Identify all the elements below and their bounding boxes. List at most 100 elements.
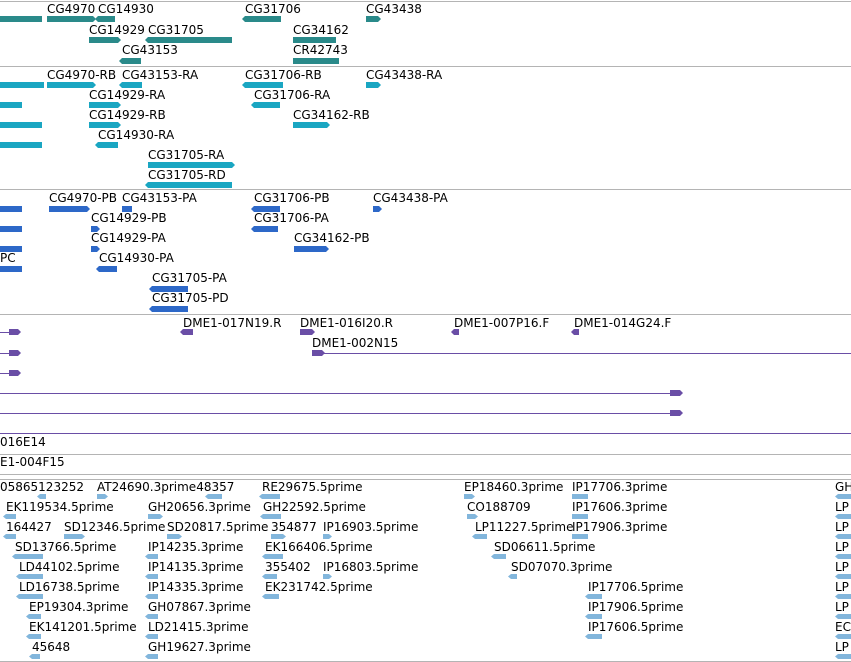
feature-glyph[interactable] bbox=[294, 245, 329, 253]
feature-glyph[interactable] bbox=[467, 513, 478, 520]
feature-label[interactable]: CG31706-PB bbox=[254, 191, 330, 205]
feature-glyph[interactable] bbox=[251, 101, 280, 109]
feature-label[interactable]: DME1-007P16.F bbox=[454, 316, 550, 330]
feature-glyph[interactable] bbox=[835, 533, 851, 540]
feature-glyph[interactable] bbox=[262, 553, 283, 560]
feature-glyph[interactable] bbox=[585, 613, 602, 620]
feature-label[interactable]: 05865123252 bbox=[0, 480, 84, 494]
feature-label[interactable]: CG31706-PA bbox=[254, 211, 329, 225]
feature-glyph[interactable] bbox=[145, 36, 232, 44]
feature-label[interactable]: CG31705-PD bbox=[152, 291, 229, 305]
feature-label[interactable]: CG14929-RA bbox=[89, 88, 166, 102]
feature-label[interactable]: CG4970-RB bbox=[47, 68, 117, 82]
feature-label[interactable]: CG14929-PA bbox=[91, 231, 166, 245]
feature-label[interactable]: EC bbox=[835, 620, 851, 634]
feature-glyph[interactable] bbox=[145, 553, 158, 560]
feature-glyph[interactable] bbox=[122, 205, 132, 213]
feature-glyph[interactable] bbox=[0, 245, 22, 253]
feature-span-line[interactable] bbox=[312, 353, 851, 354]
feature-glyph[interactable] bbox=[47, 81, 96, 89]
feature-label[interactable]: CG4970-PB bbox=[49, 191, 118, 205]
feature-glyph[interactable] bbox=[145, 653, 158, 660]
feature-label[interactable]: CG43153-RA bbox=[122, 68, 199, 82]
feature-label[interactable]: GH20656.3prime bbox=[148, 500, 251, 514]
feature-label[interactable]: LP bbox=[835, 580, 849, 594]
feature-label[interactable]: PC bbox=[0, 251, 16, 265]
feature-label[interactable]: AT24690.3prime48357 bbox=[97, 480, 235, 494]
feature-label[interactable]: EP19304.3prime bbox=[29, 600, 129, 614]
feature-label[interactable]: EP18460.3prime bbox=[464, 480, 564, 494]
feature-glyph[interactable] bbox=[9, 369, 21, 377]
feature-label[interactable]: DME1-017N19.R bbox=[183, 316, 282, 330]
feature-glyph[interactable] bbox=[0, 101, 22, 109]
feature-label[interactable]: GH19627.3prime bbox=[148, 640, 251, 654]
feature-glyph[interactable] bbox=[12, 553, 43, 560]
feature-label[interactable]: IP17606.3prime bbox=[572, 500, 668, 514]
feature-glyph[interactable] bbox=[670, 409, 683, 417]
feature-label[interactable]: 355402 bbox=[265, 560, 311, 574]
feature-label[interactable]: GH bbox=[835, 480, 851, 494]
feature-glyph[interactable] bbox=[9, 349, 21, 357]
feature-label[interactable]: CG31705-RD bbox=[148, 168, 226, 182]
feature-label[interactable]: SD20817.5prime bbox=[167, 520, 269, 534]
feature-glyph[interactable] bbox=[451, 328, 459, 336]
feature-glyph[interactable] bbox=[585, 633, 602, 640]
feature-label[interactable]: CG14930-PA bbox=[99, 251, 174, 265]
feature-label[interactable]: CG43438-PA bbox=[373, 191, 448, 205]
feature-glyph[interactable] bbox=[271, 533, 286, 540]
feature-glyph[interactable] bbox=[572, 533, 588, 540]
feature-label[interactable]: IP14335.3prime bbox=[148, 580, 244, 594]
feature-glyph[interactable] bbox=[26, 613, 41, 620]
feature-glyph[interactable] bbox=[835, 593, 851, 600]
feature-label[interactable]: LP bbox=[835, 560, 849, 574]
feature-glyph[interactable] bbox=[260, 513, 281, 520]
feature-glyph[interactable] bbox=[300, 328, 315, 336]
feature-label[interactable]: CG31705-RA bbox=[148, 148, 225, 162]
feature-glyph[interactable] bbox=[145, 181, 232, 189]
feature-label[interactable]: LP bbox=[835, 640, 849, 654]
feature-label[interactable]: CG34162-RB bbox=[293, 108, 370, 122]
feature-glyph[interactable] bbox=[0, 81, 44, 89]
feature-label[interactable]: EK141201.5prime bbox=[29, 620, 137, 634]
feature-label[interactable]: CG31705 bbox=[148, 23, 204, 37]
feature-label[interactable]: CG43153 bbox=[122, 43, 178, 57]
feature-glyph[interactable] bbox=[571, 328, 579, 336]
feature-glyph[interactable] bbox=[572, 513, 588, 520]
feature-glyph[interactable] bbox=[585, 593, 602, 600]
feature-label[interactable]: IP17606.5prime bbox=[588, 620, 684, 634]
feature-label[interactable]: CG14929-PB bbox=[91, 211, 167, 225]
feature-glyph[interactable] bbox=[148, 161, 235, 169]
feature-label[interactable]: DME1-016I20.R bbox=[300, 316, 394, 330]
feature-glyph[interactable] bbox=[251, 205, 280, 213]
feature-label[interactable]: CG14930-RA bbox=[98, 128, 175, 142]
feature-glyph[interactable] bbox=[0, 15, 42, 23]
feature-glyph[interactable] bbox=[96, 265, 117, 273]
feature-glyph[interactable] bbox=[293, 57, 339, 65]
feature-glyph[interactable] bbox=[491, 553, 506, 560]
feature-glyph[interactable] bbox=[835, 513, 851, 520]
feature-label[interactable]: LP bbox=[835, 600, 849, 614]
feature-glyph[interactable] bbox=[0, 265, 22, 273]
feature-label[interactable]: EK231742.5prime bbox=[265, 580, 373, 594]
feature-glyph[interactable] bbox=[37, 493, 46, 500]
feature-glyph[interactable] bbox=[259, 493, 280, 500]
feature-label[interactable]: CG14929-RB bbox=[89, 108, 166, 122]
feature-glyph[interactable] bbox=[835, 573, 851, 580]
feature-glyph[interactable] bbox=[145, 573, 158, 580]
feature-label[interactable]: 45648 bbox=[32, 640, 71, 654]
feature-label[interactable]: 354877 bbox=[271, 520, 317, 534]
feature-label[interactable]: CG31706-RB bbox=[245, 68, 322, 82]
feature-glyph[interactable] bbox=[373, 205, 382, 213]
feature-glyph[interactable] bbox=[3, 513, 16, 520]
feature-label[interactable]: CO188709 bbox=[467, 500, 531, 514]
feature-glyph[interactable] bbox=[242, 81, 283, 89]
feature-glyph[interactable] bbox=[29, 653, 40, 660]
feature-label[interactable]: E1-004F15 bbox=[0, 455, 65, 469]
feature-label[interactable]: LP bbox=[835, 500, 849, 514]
feature-label[interactable]: CG43438-RA bbox=[366, 68, 443, 82]
feature-label[interactable]: LP11227.5prime bbox=[475, 520, 574, 534]
feature-glyph[interactable] bbox=[0, 205, 22, 213]
feature-label[interactable]: 164427 bbox=[6, 520, 52, 534]
feature-glyph[interactable] bbox=[145, 593, 158, 600]
feature-glyph[interactable] bbox=[312, 349, 325, 357]
